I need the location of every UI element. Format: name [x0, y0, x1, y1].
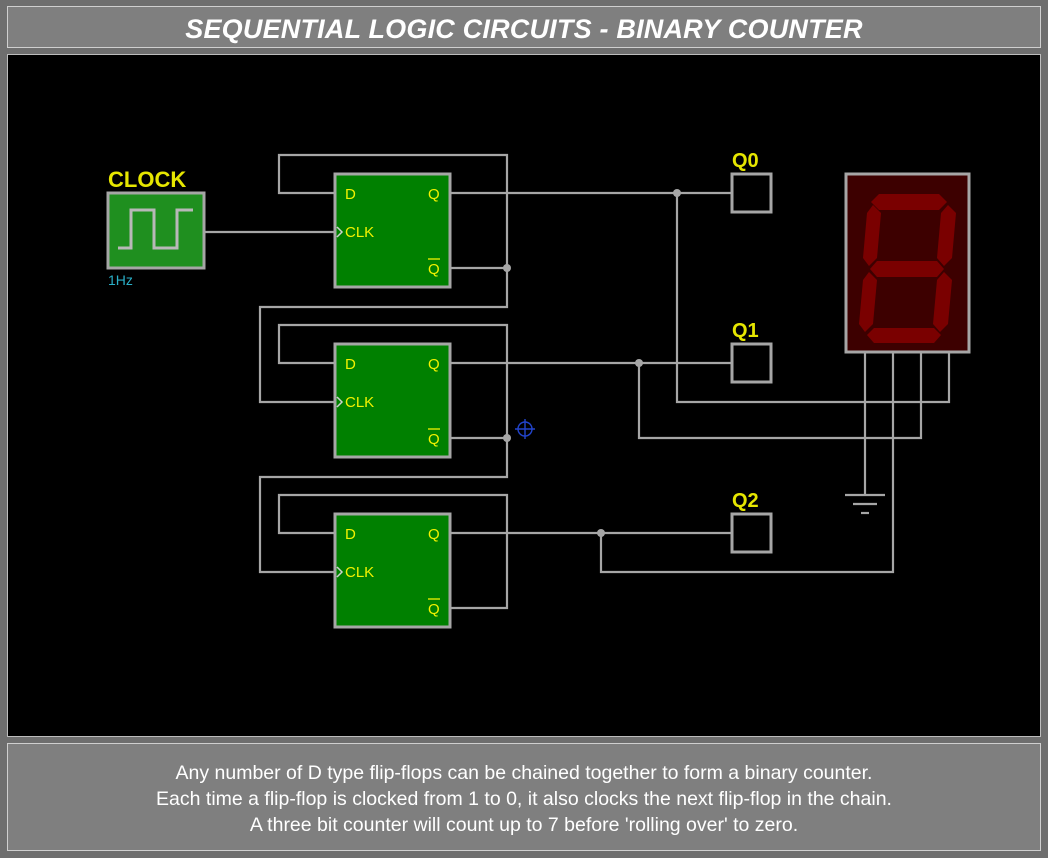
pin-qbar-label: Q [428, 601, 440, 618]
segment-e [859, 272, 877, 332]
clock-source[interactable] [106, 191, 206, 270]
output-label-q2: Q2 [732, 490, 759, 512]
description-panel: Any number of D type flip-flops can be c… [7, 743, 1041, 851]
flip-flop-0[interactable]: D CLK Q Q [333, 172, 452, 289]
display-segments [859, 194, 956, 343]
seven-segment-display[interactable] [844, 172, 971, 354]
pin-qbar-label: Q [428, 431, 440, 448]
segment-a [871, 194, 947, 210]
page-title: SEQUENTIAL LOGIC CIRCUITS - BINARY COUNT… [185, 14, 863, 44]
wire-q2-display [599, 352, 895, 574]
output-probe-q1[interactable] [730, 342, 773, 384]
pin-q-label: Q [428, 356, 440, 373]
wire-q1-display [637, 352, 923, 440]
square-wave-icon [118, 208, 193, 250]
clock-label: CLOCK [108, 167, 186, 192]
junction-dot [503, 264, 511, 272]
probe-cursor-icon [515, 419, 535, 439]
output-label-q1: Q1 [732, 320, 759, 342]
wire-q0-display [675, 193, 951, 404]
pin-clk-label: CLK [345, 564, 374, 581]
output-probe-q2[interactable] [730, 512, 773, 554]
output-label-q0: Q0 [732, 150, 759, 172]
pin-d-label: D [345, 526, 356, 543]
wire-ff1-to-ff2-clk [258, 438, 509, 574]
segment-g [870, 261, 944, 277]
flip-flop-2[interactable]: D CLK Q Q [333, 512, 452, 629]
pin-q-label: Q [428, 526, 440, 543]
pin-d-label: D [345, 356, 356, 373]
segment-b [937, 205, 956, 266]
junction-dot [597, 529, 605, 537]
segment-f [863, 205, 881, 266]
ground-icon [845, 493, 885, 515]
junction-dot [673, 189, 681, 197]
description-line-3: A three bit counter will count up to 7 b… [249, 814, 799, 836]
wires [204, 153, 951, 610]
clock-frequency: 1Hz [108, 272, 133, 288]
pin-clk-label: CLK [345, 394, 374, 411]
clock-edge-icon [336, 566, 344, 578]
pin-clk-label: CLK [345, 224, 374, 241]
segment-c [933, 272, 952, 332]
output-probe-q0[interactable] [730, 172, 773, 214]
circuit-diagram[interactable]: CLOCK 1Hz D CLK Q Q D CLK Q [8, 55, 1040, 736]
clock-edge-icon [336, 226, 344, 238]
circuit-canvas[interactable]: CLOCK 1Hz D CLK Q Q D CLK Q [7, 54, 1041, 737]
pin-d-label: D [345, 186, 356, 203]
pin-q-label: Q [428, 186, 440, 203]
segment-d [867, 328, 941, 343]
junction-dots [503, 189, 681, 537]
wire-ff0-feedback [277, 153, 509, 270]
junction-dot [503, 434, 511, 442]
description-line-1: Any number of D type flip-flops can be c… [175, 762, 873, 784]
wire-ff0-to-ff1-clk [258, 268, 509, 404]
pin-qbar-label: Q [428, 261, 440, 278]
clock-edge-icon [336, 396, 344, 408]
wire-ff1-feedback [277, 323, 509, 440]
flip-flop-1[interactable]: D CLK Q Q [333, 342, 452, 459]
wire-ff2-feedback [277, 493, 509, 610]
description-line-2: Each time a flip-flop is clocked from 1 … [156, 788, 892, 810]
title-bar: SEQUENTIAL LOGIC CIRCUITS - BINARY COUNT… [7, 6, 1041, 48]
junction-dot [635, 359, 643, 367]
